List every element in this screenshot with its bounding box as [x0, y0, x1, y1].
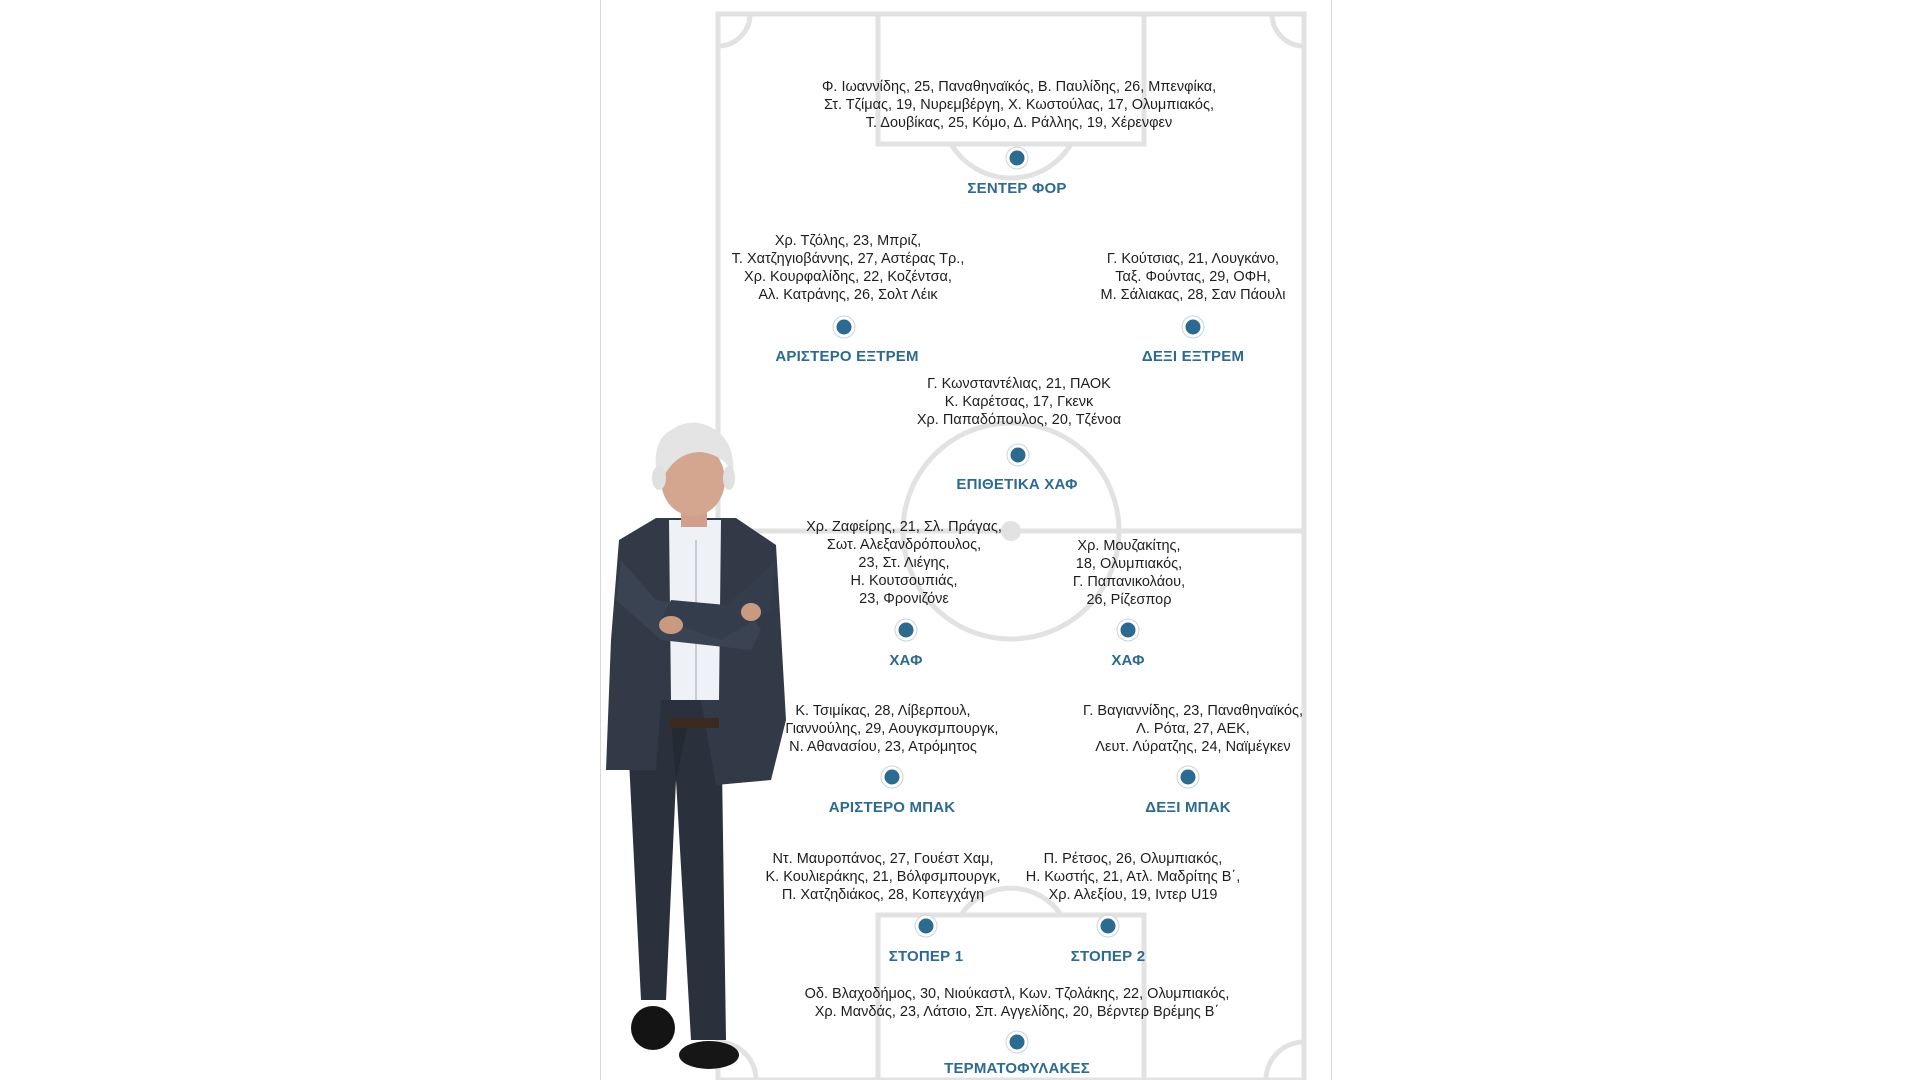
bottom-penalty-box: [875, 912, 1147, 1080]
left-back-label: ΑΡΙΣΤΕΡΟ ΜΠΑΚ: [828, 799, 956, 816]
corner-arc: [717, 13, 753, 49]
stopper-1-players: Ντ. Μαυροπάνος, 27, Γουέστ Χαμ,Κ. Κουλιε…: [765, 851, 1001, 903]
left-winger-players: Χρ. Τζόλης, 23, Μπριζ,Τ. Χατζηγιοβάννης,…: [731, 233, 965, 303]
top-penalty-box: [875, 11, 1147, 147]
stopper-2-marker: [1097, 915, 1119, 937]
attacking-mid-marker: [1007, 444, 1029, 466]
center-forward-players: Φ. Ιωαννίδης, 25, Παναθηναϊκός, Β. Παυλί…: [821, 79, 1217, 131]
mid-left-label: ΧΑΦ: [889, 652, 923, 669]
mid-left-players: Χρ. Ζαφείρης, 21, Σλ. Πράγας,Σωτ. Αλεξαν…: [806, 519, 1002, 607]
mid-right-players: Χρ. Μουζακίτης,18, Ολυμπιακός,Γ. Παπανικ…: [1072, 538, 1186, 608]
corner-arc: [717, 1039, 759, 1080]
right-back-label: ΔΕΞΙ ΜΠΑΚ: [1145, 799, 1231, 816]
right-back-players: Γ. Βαγιαννίδης, 23, Παναθηναϊκός,Λ. Ρότα…: [1082, 703, 1304, 755]
mid-left-marker: [895, 619, 917, 641]
right-winger-label: ΔΕΞΙ ΕΞΤΡΕΜ: [1141, 348, 1245, 365]
mid-right-label: ΧΑΦ: [1111, 652, 1145, 669]
right-winger-marker: [1182, 316, 1204, 338]
left-winger-marker: [833, 316, 855, 338]
goalkeepers-label: ΤΕΡΜΑΤΟΦΥΛΑΚΕΣ: [944, 1060, 1090, 1077]
mid-right-marker: [1117, 619, 1139, 641]
bottom-penalty-arc: [958, 885, 1064, 917]
right-winger-players: Γ. Κούτσιας, 21, Λουγκάνο,Ταξ. Φούντας, …: [1100, 251, 1286, 303]
stopper-2-label: ΣΤΟΠΕΡ 2: [1070, 948, 1146, 965]
center-forward-label: ΣΕΝΤΕΡ ΦΟΡ: [967, 180, 1067, 197]
coach-photo: [606, 422, 786, 1069]
lineup-infographic: Φ. Ιωαννίδης, 25, Παναθηναϊκός, Β. Παυλί…: [600, 0, 1332, 1080]
left-winger-label: ΑΡΙΣΤΕΡΟ ΕΞΤΡΕΜ: [775, 348, 919, 365]
corner-arc: [1269, 13, 1305, 49]
right-back-marker: [1177, 766, 1199, 788]
left-back-marker: [881, 766, 903, 788]
center-spot: [1001, 521, 1021, 541]
goalkeepers-marker: [1006, 1031, 1028, 1053]
center-forward-marker: [1006, 147, 1028, 169]
goalkeepers-players: Οδ. Βλαχοδήμος, 30, Νιούκαστλ, Κων. Τζολ…: [804, 986, 1230, 1020]
corner-arc: [1263, 1039, 1305, 1080]
stopper-1-label: ΣΤΟΠΕΡ 1: [888, 948, 964, 965]
stopper-1-marker: [915, 915, 937, 937]
stopper-2-players: Π. Ρέτσος, 26, Ολυμπιακός,Η. Κωστής, 21,…: [1025, 851, 1241, 903]
top-penalty-arc: [948, 142, 1074, 181]
attacking-mid-label: ΕΠΙΘΕΤΙΚΑ ΧΑΦ: [956, 476, 1078, 493]
left-back-players: Κ. Τσιμίκας, 28, Λίβερπουλ,Δ. Γιαννούλης…: [767, 703, 999, 755]
center-circle: [900, 420, 1122, 642]
